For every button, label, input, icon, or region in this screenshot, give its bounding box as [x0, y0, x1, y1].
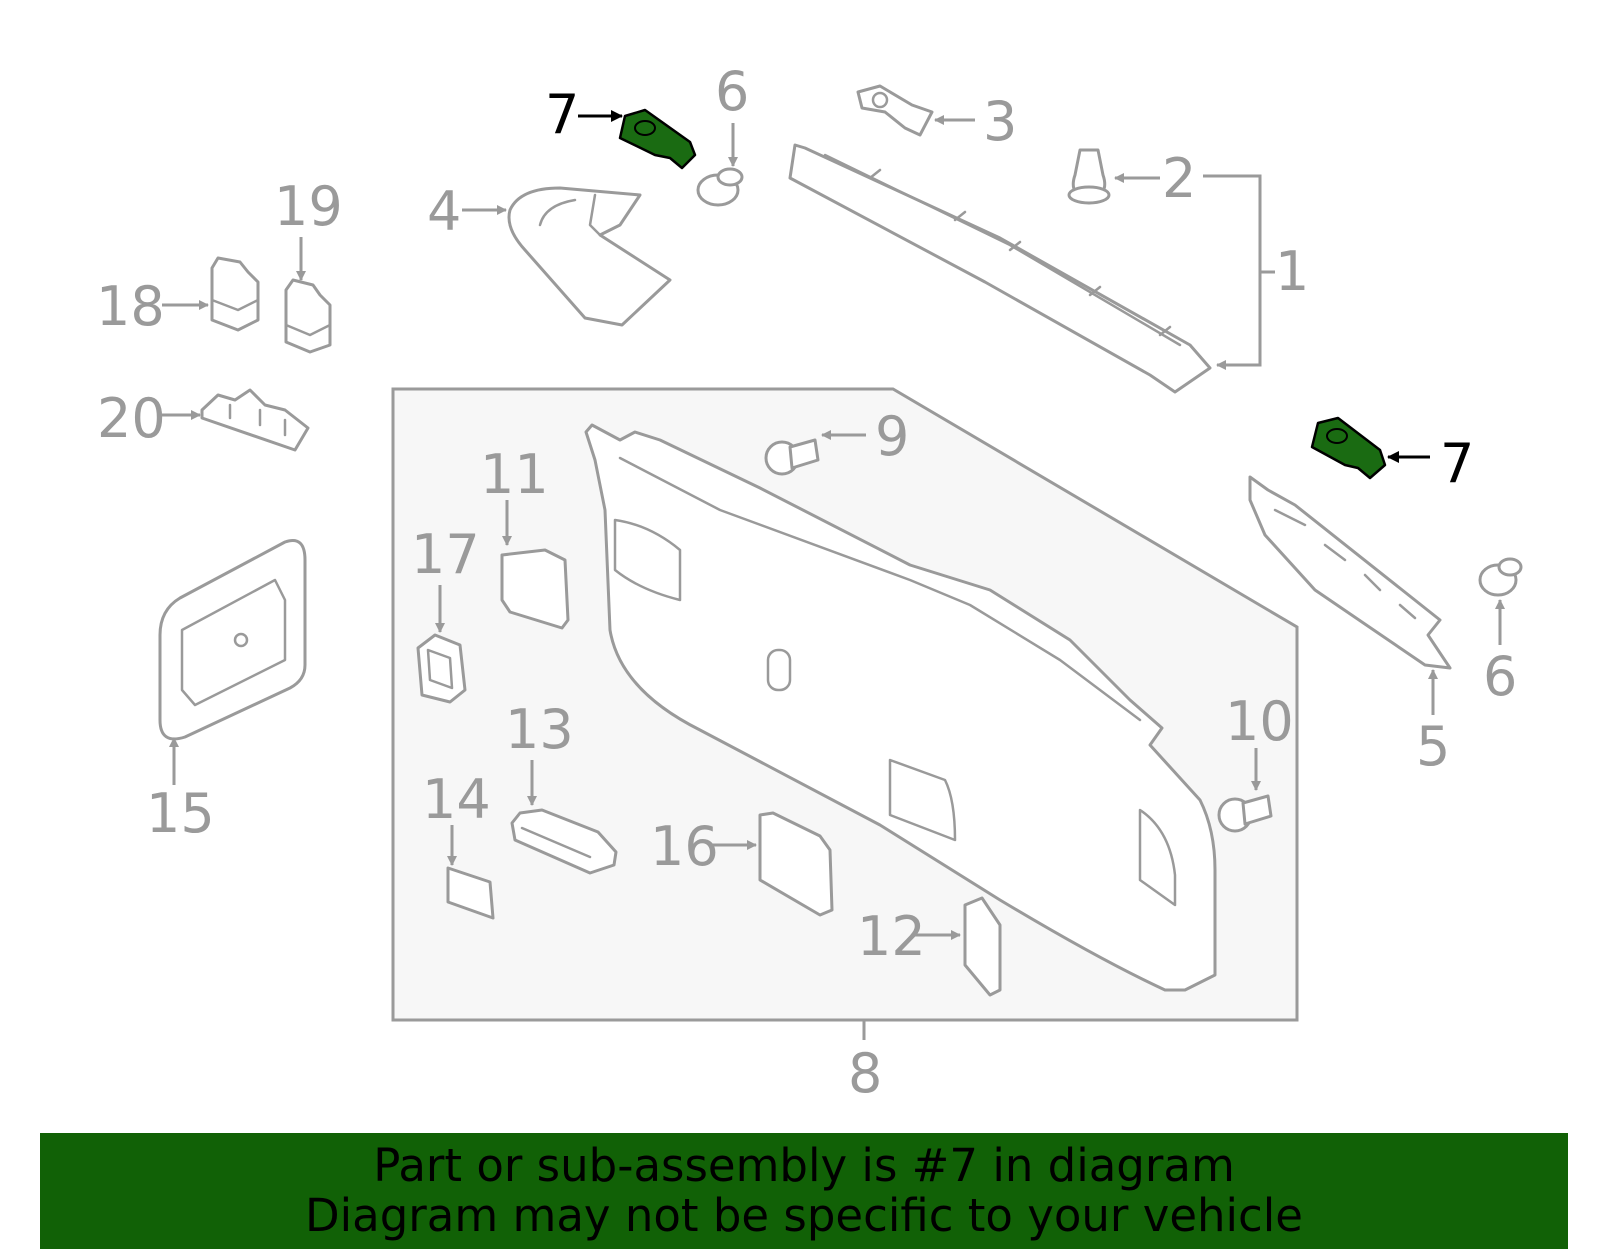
part-6-clip-right: [1478, 557, 1523, 597]
part-14-pad: [446, 866, 495, 920]
part-2-clip: [1067, 148, 1111, 205]
part-4-corner-trim: [507, 186, 672, 327]
part-3-bracket: [856, 84, 934, 137]
part-9-clip: [764, 438, 820, 476]
part-16-lid: [758, 811, 834, 917]
callout-7a: 7: [545, 83, 579, 146]
callout-18: 18: [96, 275, 165, 338]
part-1-upper-garnish: [788, 143, 1212, 394]
callout-8: 8: [848, 1042, 882, 1105]
callout-11: 11: [480, 443, 549, 506]
callout-4: 4: [427, 180, 461, 243]
part-18-switch: [210, 256, 260, 332]
callout-12: 12: [857, 905, 926, 968]
info-banner: Part or sub-assembly is #7 in diagram Di…: [40, 1133, 1568, 1249]
callout-14: 14: [422, 768, 491, 831]
callout-9: 9: [875, 405, 909, 468]
banner-line-2: Diagram may not be specific to your vehi…: [305, 1189, 1303, 1242]
callout-2: 2: [1162, 147, 1196, 210]
callout-13: 13: [505, 698, 574, 761]
banner-line-1: Part or sub-assembly is #7 in diagram: [373, 1139, 1235, 1192]
callout-5: 5: [1416, 715, 1450, 778]
part-7-bracket-right: [1310, 416, 1387, 480]
callout-17: 17: [411, 523, 480, 586]
callout-1: 1: [1275, 240, 1309, 303]
callout-10: 10: [1225, 690, 1294, 753]
part-19-switch: [284, 278, 332, 354]
callout-19: 19: [274, 175, 343, 238]
callout-15: 15: [146, 782, 215, 845]
part-10-clip: [1217, 794, 1273, 833]
part-11-plug: [500, 548, 570, 630]
part-5-side-trim: [1248, 475, 1452, 670]
part-12-cap: [963, 896, 1002, 997]
part-17-socket: [416, 633, 467, 704]
callout-20: 20: [97, 387, 166, 450]
callout-7b: 7: [1440, 432, 1474, 495]
callout-3: 3: [983, 90, 1017, 153]
part-6-clip-top: [696, 167, 744, 207]
callout-16: 16: [650, 815, 719, 878]
bracket-1: [1203, 174, 1262, 370]
callout-6a: 6: [715, 60, 749, 123]
part-20-bracket: [200, 388, 310, 452]
part-8-tailgate-trim: [584, 423, 1217, 992]
part-15-cover: [158, 539, 307, 741]
part-7-bracket-top: [618, 108, 697, 170]
part-13-handle: [510, 808, 618, 875]
callout-6b: 6: [1483, 645, 1517, 708]
